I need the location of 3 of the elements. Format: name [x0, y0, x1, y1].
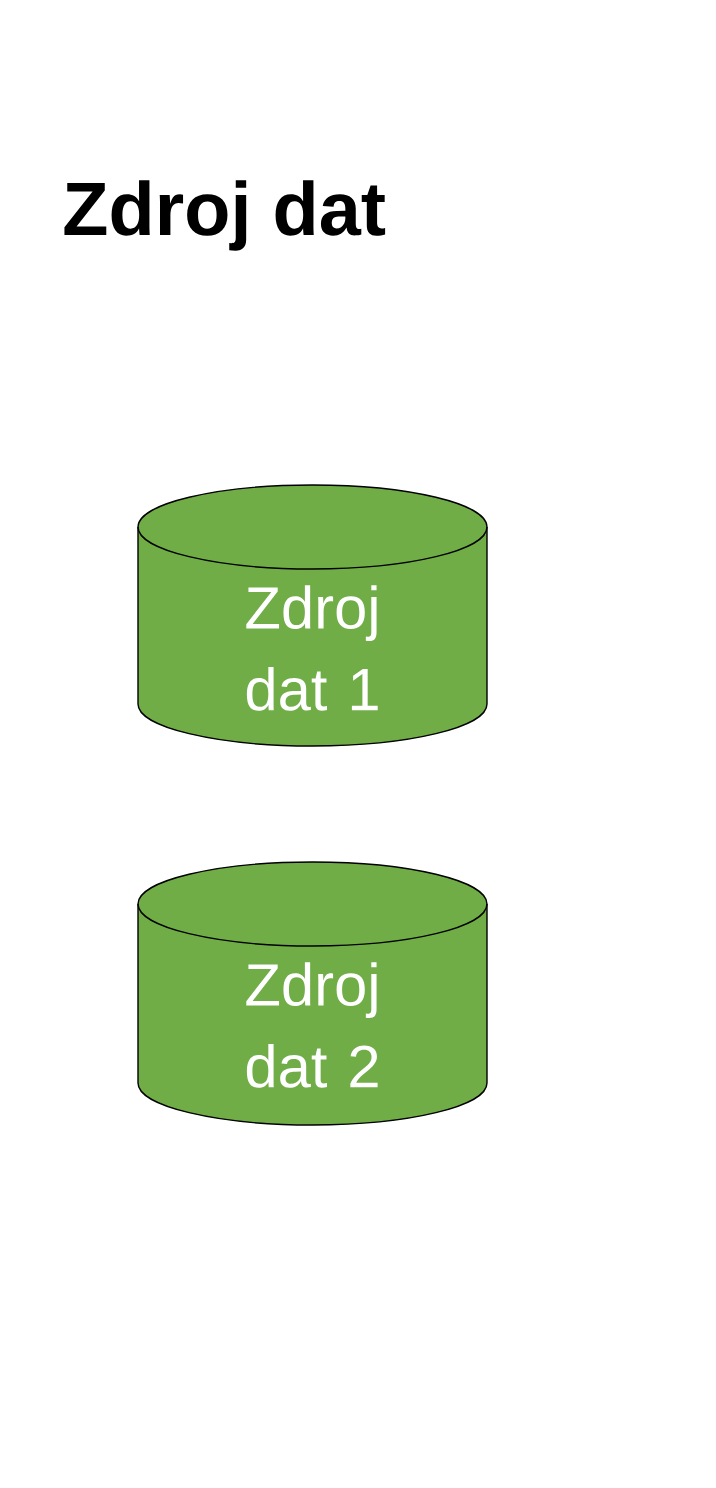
title: Zdroj dat [64, 180, 386, 251]
database-cylinder: Zdroj dat 1 [137, 484, 488, 747]
database-cylinder: Zdroj dat 2 [137, 861, 488, 1126]
